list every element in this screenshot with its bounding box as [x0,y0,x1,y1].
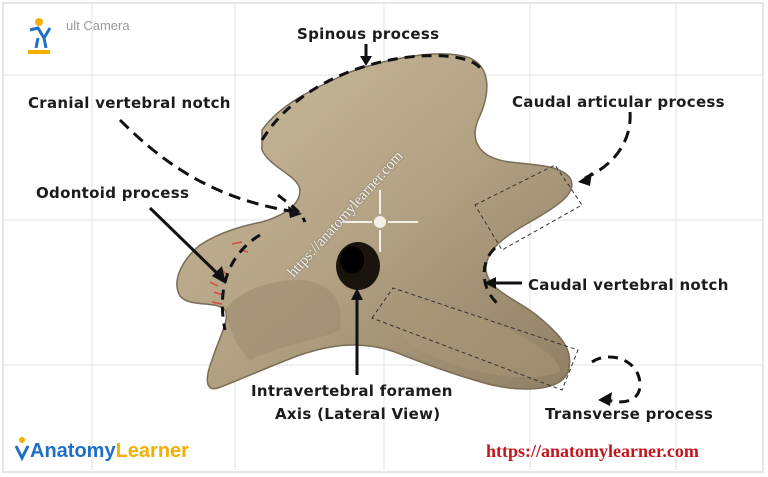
footer-url-link[interactable]: https://anatomylearner.com [486,441,699,461]
caudal-articular-box [474,164,583,251]
image-frame [2,2,764,473]
arrowhead-icon [484,277,496,289]
label-odontoid-process: Odontoid process [36,184,190,202]
cranial-notch-outline [277,193,307,223]
brand-part-anatomy: Anatomy [30,440,116,462]
label-caudal-articular-process: Caudal articular process [512,93,725,111]
arrowhead-icon [360,56,372,66]
camera-label: ult Camera [66,18,130,33]
odontoid-outline [220,233,261,331]
anatomy-learner-logo-icon [28,18,52,54]
label-cranial-vertebral-notch: Cranial vertebral notch [28,94,231,112]
label-caudal-vertebral-notch: Caudal vertebral notch [528,276,729,294]
transverse-process-box [371,287,579,391]
brand-logo-icon [14,437,30,462]
crosshair-icon [342,190,418,252]
caudal-notch-outline [482,246,500,306]
label-intravertebral-foramen: Intravertebral foramen [251,382,453,400]
arrowhead-icon [351,288,363,300]
arrowhead-icon [578,172,592,186]
label-axis-lateral-view: Axis (Lateral View) [275,405,441,423]
spinous-process-outline [260,54,482,141]
brand-name[interactable]: AnatomyLearner [30,440,189,463]
label-transverse-process: Transverse process [545,405,714,423]
arrowhead-icon [288,206,302,218]
label-spinous-process: Spinous process [297,25,440,43]
brand-part-learner: Learner [115,440,189,462]
transverse-arc [591,355,642,404]
arrowhead-icon [212,266,226,284]
arrowhead-icon [598,392,612,406]
